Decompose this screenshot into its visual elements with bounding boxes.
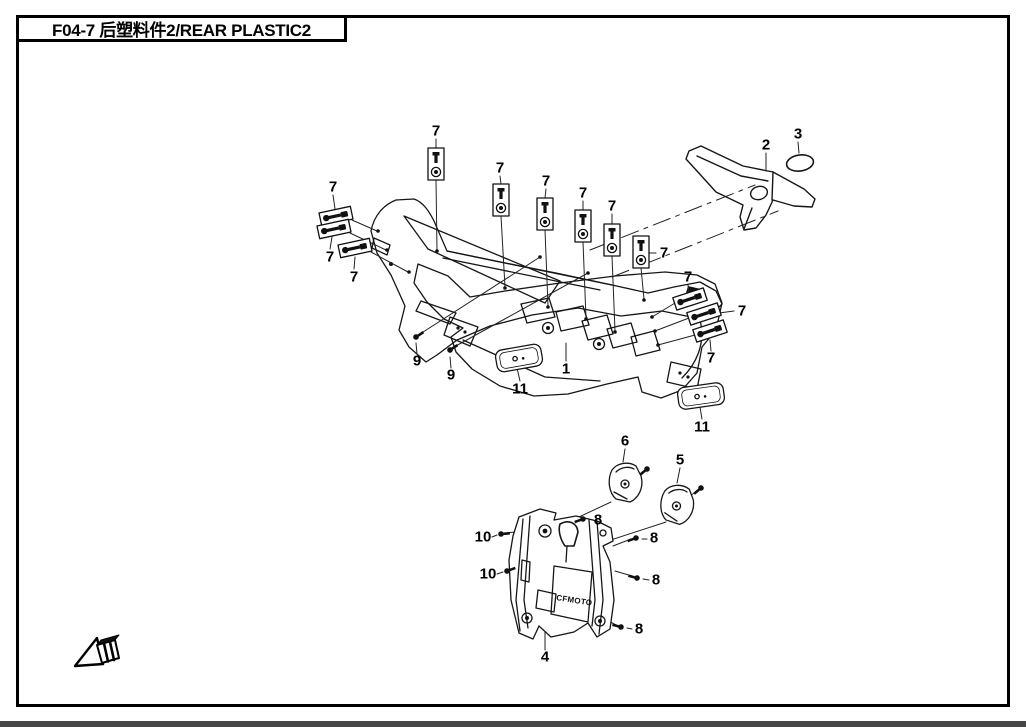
part-4-bracket: CFMOTO: [508, 508, 615, 640]
part-5-cover: [660, 484, 695, 526]
part-1-lower-panel: [413, 263, 723, 399]
bottom-bar: [0, 721, 1026, 727]
assembly-dash-lines: [589, 184, 779, 278]
part-6-cover: [608, 462, 643, 503]
part-11-reflector-left: [494, 343, 544, 373]
title-box: F04-7 后塑料件2/REAR PLASTIC2: [16, 15, 347, 42]
part-2-winglet: [685, 145, 816, 231]
direction-arrow-icon: [73, 634, 120, 668]
screw-icons-7-vertical: [427, 147, 650, 269]
part-11-reflector-right: [676, 382, 726, 410]
page-frame: [16, 15, 1010, 707]
page-title: F04-7 后塑料件2/REAR PLASTIC2: [52, 21, 311, 40]
part-3-gasket: [785, 154, 815, 172]
